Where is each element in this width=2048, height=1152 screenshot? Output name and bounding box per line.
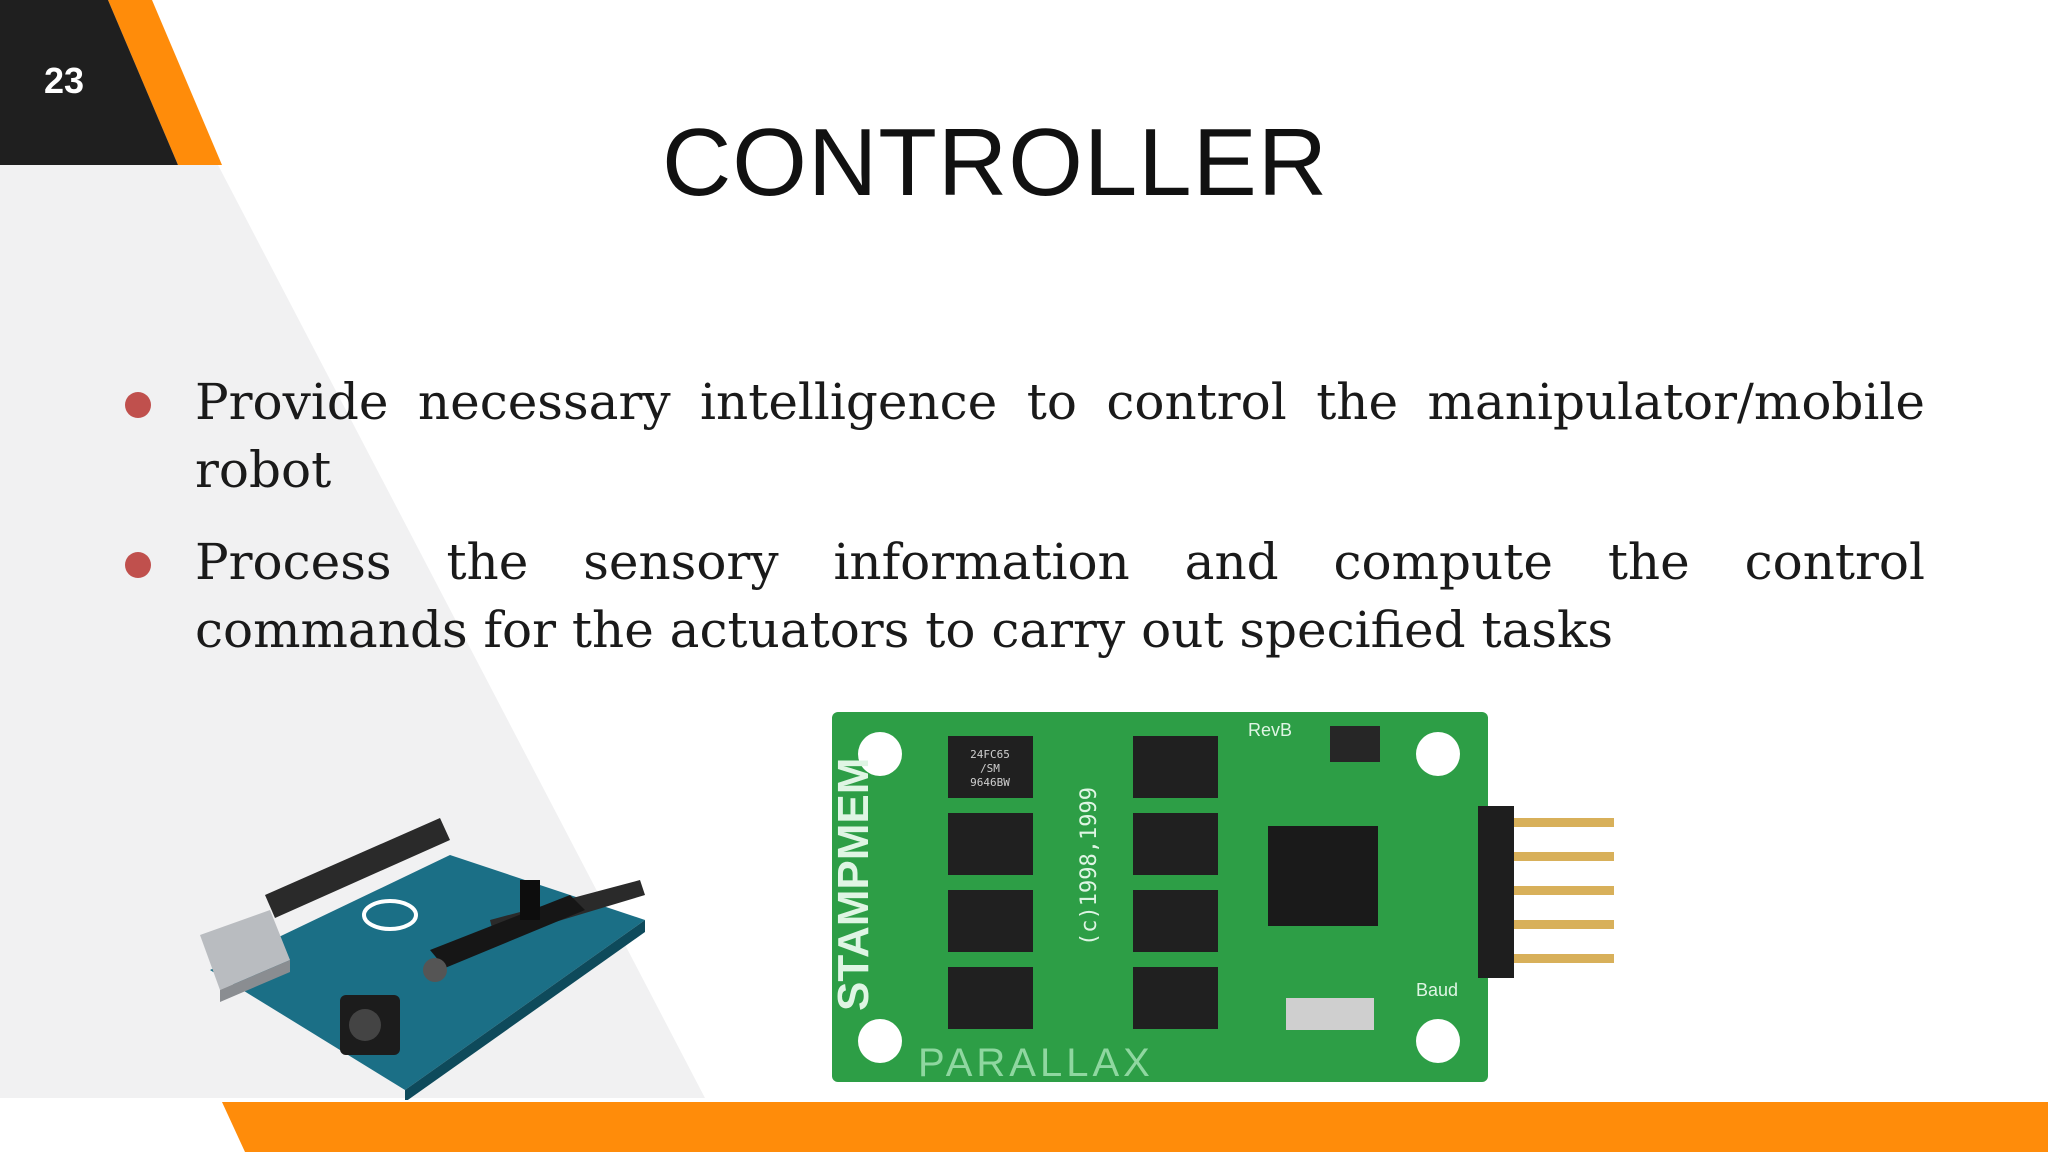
memory-chip (948, 813, 1033, 875)
chip-label-bot: 9646BW (970, 776, 1010, 789)
mounting-hole (1416, 732, 1460, 776)
pin-header (1478, 806, 1514, 978)
connector-pin (1514, 920, 1614, 929)
arduino-header-left (265, 818, 450, 918)
memory-chip (1133, 890, 1218, 952)
memory-chip (948, 967, 1033, 1029)
orange-footer-bar (222, 1102, 2048, 1152)
connector-pin (1514, 818, 1614, 827)
arduino-microcontroller (430, 895, 585, 968)
page-number: 23 (44, 60, 85, 101)
arduino-usb-port (200, 910, 290, 990)
baud-resistor (1286, 998, 1374, 1030)
mounting-hole (1416, 1019, 1460, 1063)
silkscreen-brand: STAMPMEM (829, 758, 878, 1011)
arduino-pcb-edge (405, 920, 645, 1100)
connector-pin (1514, 954, 1614, 963)
bullet-text: Process the sensory information and comp… (195, 533, 1925, 659)
stampmem-board-image: 24FC65 /SM 9646BW STAMPMEM PARALLAX (c)1… (829, 712, 1614, 1085)
memory-chip (1133, 813, 1218, 875)
bullet-list: Provide necessary intelligence to contro… (125, 368, 1925, 688)
dark-corner-block (0, 0, 178, 165)
bullet-dot-icon (125, 552, 151, 578)
bullet-item-1: Provide necessary intelligence to contro… (125, 368, 1925, 504)
bullet-text: Provide necessary intelligence to contro… (195, 373, 1925, 499)
memory-chip (1133, 736, 1218, 798)
silkscreen-copyright: (c)1998,1999 (1077, 787, 1102, 946)
arduino-label-block (520, 880, 540, 920)
arduino-power-jack-hole (349, 1009, 381, 1041)
mounting-hole (858, 1019, 902, 1063)
connector-pin (1514, 852, 1614, 861)
memory-chip (1133, 967, 1218, 1029)
small-regulator-chip (1330, 726, 1380, 762)
memory-chip (948, 736, 1033, 798)
mounting-hole (858, 732, 902, 776)
arduino-capacitor (423, 958, 447, 982)
memory-chip (948, 890, 1033, 952)
connector-pins (1514, 818, 1614, 963)
chip-label-top: 24FC65 (970, 748, 1010, 761)
silkscreen-revision: RevB (1248, 720, 1292, 740)
arduino-usb-port-shade (220, 960, 290, 1002)
main-controller-chip (1268, 826, 1378, 926)
silkscreen-maker: PARALLAX (918, 1041, 1154, 1085)
arduino-board-image (200, 818, 645, 1100)
pale-diagonal-panel (0, 165, 705, 1098)
silkscreen-baud: Baud (1416, 980, 1458, 1000)
bullet-dot-icon (125, 392, 151, 418)
arduino-logo (362, 899, 418, 931)
slide-title: CONTROLLER (661, 109, 1329, 216)
chip-label-mid: /SM (980, 762, 1000, 775)
connector-pin (1514, 886, 1614, 895)
orange-corner-stripe (108, 0, 222, 165)
memory-chip-grid (948, 736, 1218, 1029)
bullet-item-2: Process the sensory information and comp… (125, 528, 1925, 664)
